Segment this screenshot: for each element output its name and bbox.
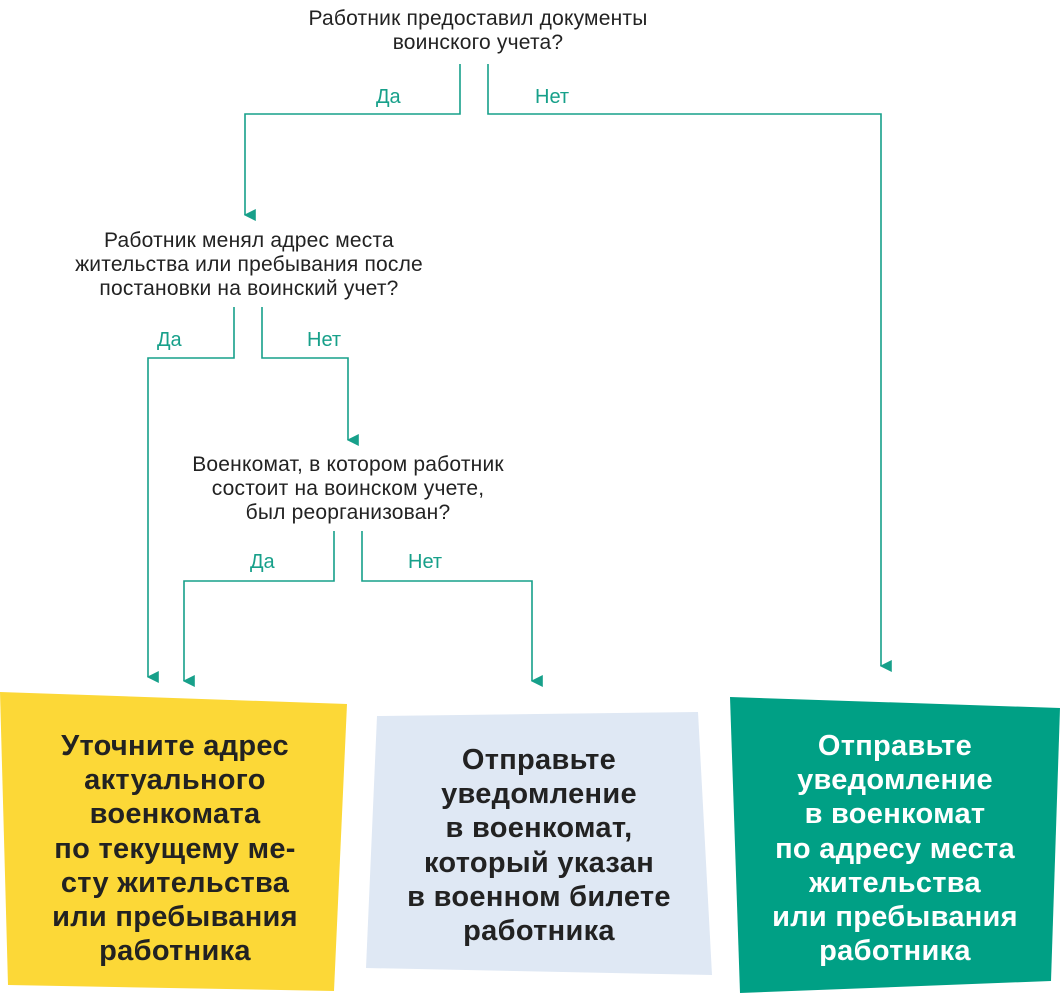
question-line: Работник предоставил документы [308,7,648,30]
outcome-line: в военкомат, [445,812,633,845]
branch-label-q2-no: Нет [307,329,342,351]
branch-label-q2-yes: Да [157,329,182,351]
connector-q2-no [261,307,359,446]
outcome-line: Отправьте [461,744,617,776]
question-enlistment-office-reorganized: Военкомат, в котором работник состоит на… [158,453,538,525]
outcome-line: который указан [423,846,655,879]
question-address-changed: Работник менял адрес места жительства ил… [42,229,456,301]
outcome-line: уведомление [797,764,993,797]
outcome-line: работника [99,935,251,968]
question-line: был реорганизован? [245,501,451,524]
outcome-line: или пребывания [772,901,1018,934]
connector-q1-yes [243,64,461,221]
connector-q3-yes [182,531,335,687]
question-line: жительства или пребывания после [75,253,423,276]
outcome-line: актуального [84,764,266,797]
question-line: Работник менял адрес места [104,229,394,252]
outcome-line: по текущему ме- [54,832,296,865]
outcome-line: Отправьте [817,730,973,762]
question-line: воинского учета? [392,31,564,54]
outcome-military-id-text: Отправьте уведомление в военкомат, котор… [379,743,699,948]
connector-q3-no [361,531,543,687]
question-line: постановки на воинский учет? [99,277,399,300]
outcome-line: работника [463,915,615,948]
question-line: Военкомат, в котором работник [192,453,504,476]
question-documents-provided: Работник предоставил документы воинского… [253,7,703,55]
connector-q2-yes [146,307,235,683]
outcome-card-residence [730,697,1060,993]
outcome-line: военкомата [89,798,261,831]
outcome-line: работника [819,935,971,968]
connector-q1-no [487,64,892,672]
outcome-line: или пребывания [52,901,298,934]
outcome-line: жительства [809,866,981,899]
outcome-card-clarify [0,692,347,991]
question-line: состоит на воинском учете, [211,477,485,500]
branch-label-q3-yes: Да [250,551,275,573]
outcome-line: сту жительства [60,866,290,899]
outcome-line: по адресу места [775,832,1015,865]
outcome-residence-text: Отправьте уведомление в военкомат по адр… [735,729,1055,968]
outcome-line: уведомление [441,778,637,811]
outcome-line: в военном билете [407,880,671,913]
outcome-line: Уточните адрес [61,730,289,762]
outcome-card-military-id [366,712,712,975]
branch-label-q1-no: Нет [535,86,570,108]
branch-label-q3-no: Нет [408,551,443,573]
outcome-line: в военкомат [804,798,986,831]
branch-label-q1-yes: Да [376,86,401,108]
outcome-clarify-text: Уточните адрес актуального военкомата по… [15,729,335,968]
